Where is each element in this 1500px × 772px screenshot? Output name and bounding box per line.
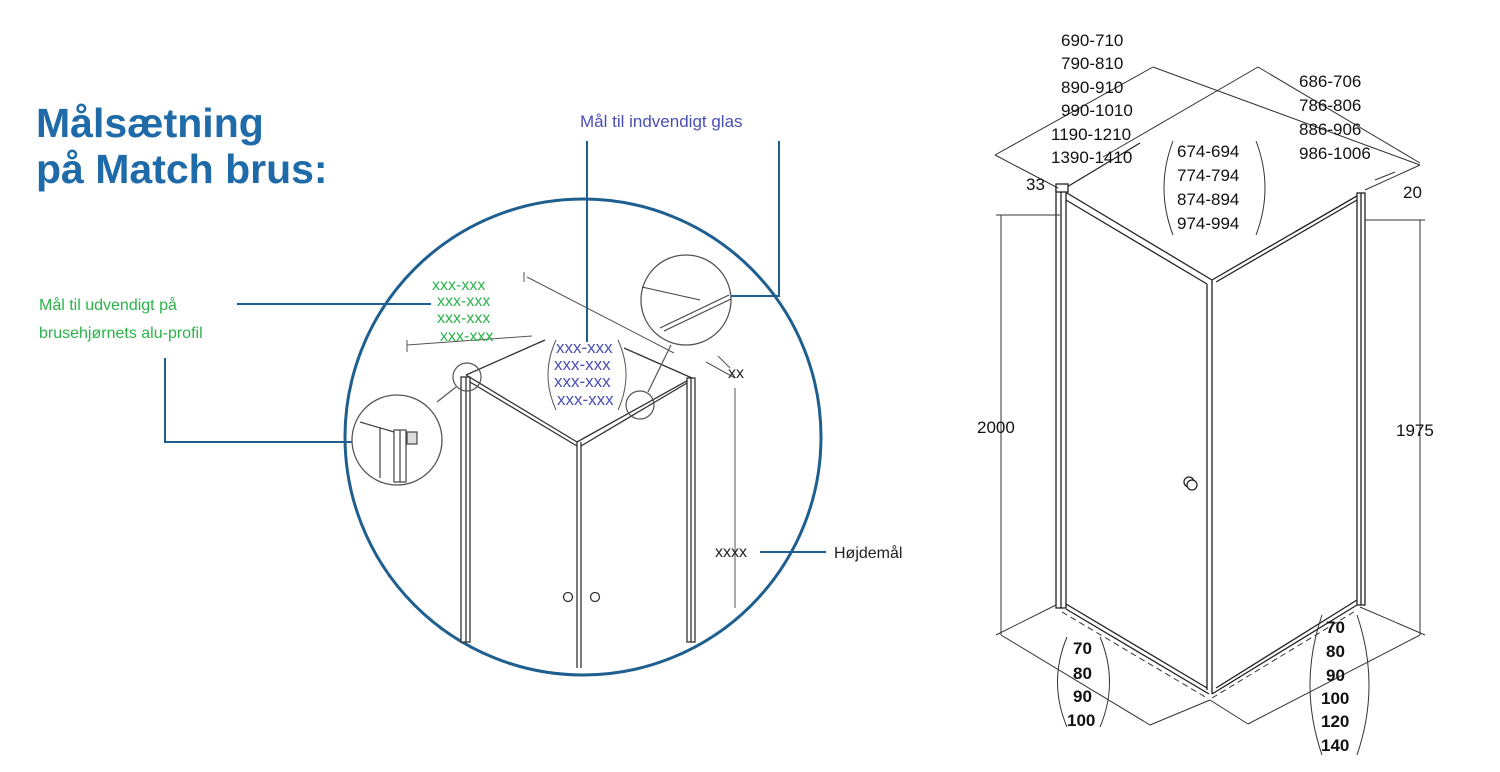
inner-width-4: 974-994 bbox=[1177, 214, 1239, 233]
right-width-3: 886-906 bbox=[1299, 120, 1361, 139]
outer-width-5: 1190-1210 bbox=[1051, 125, 1131, 144]
right-profile-post bbox=[1356, 192, 1366, 606]
outer-placeholder-4: xxx-xxx bbox=[440, 328, 493, 345]
inner-placeholder-3: xxx-xxx bbox=[554, 372, 611, 391]
bottom-left-1: 70 bbox=[1073, 639, 1092, 658]
shower-top-outline bbox=[465, 339, 693, 443]
inner-glass-callout bbox=[586, 141, 780, 342]
height-right: 1975 bbox=[1396, 421, 1434, 440]
right-dimension-lines bbox=[994, 66, 1426, 726]
profile-magnifier bbox=[351, 394, 443, 486]
inner-bracket-right bbox=[617, 339, 627, 411]
outer-width-1: 690-710 bbox=[1061, 31, 1123, 50]
left-offset: 33 bbox=[1026, 175, 1045, 194]
outer-profile-callout bbox=[164, 303, 431, 443]
bottom-left-3: 90 bbox=[1073, 687, 1092, 706]
title-line-1: Målsætning bbox=[36, 100, 264, 146]
bottom-right-bracket-right bbox=[1356, 614, 1370, 756]
inner-width-2: 774-794 bbox=[1177, 166, 1239, 185]
height-placeholder: xxxx bbox=[715, 544, 747, 561]
height-left: 2000 bbox=[977, 418, 1015, 437]
outer-placeholder-1: xxx-xxx bbox=[432, 277, 485, 294]
inner-placeholder-1: xxx-xxx bbox=[556, 338, 613, 357]
right-width-4: 986-1006 bbox=[1299, 144, 1371, 163]
right-post bbox=[686, 377, 696, 643]
left-detail-diagram: Mål til udvendigt på brusehjørnets alu-p… bbox=[39, 112, 902, 677]
bottom-left-bracket-left bbox=[1057, 636, 1068, 728]
inner-width-bracket-left bbox=[1163, 140, 1174, 236]
outer-profile-label-1: Mål til udvendigt på bbox=[39, 296, 177, 314]
center-door-edge bbox=[469, 381, 688, 668]
bottom-left-2: 80 bbox=[1073, 664, 1092, 683]
outer-profile-label-2: brusehjørnets alu-profil bbox=[39, 325, 203, 342]
inner-bracket-left bbox=[547, 339, 557, 411]
right-offset: 20 bbox=[1403, 183, 1422, 202]
height-label: Højdemål bbox=[834, 544, 902, 562]
magnifier-connector bbox=[436, 386, 457, 403]
depth-placeholder: xx bbox=[728, 365, 744, 382]
right-technical-diagram: 690-710 790-810 890-910 990-1010 1190-12… bbox=[977, 31, 1434, 756]
outer-placeholder-2: xxx-xxx bbox=[437, 293, 490, 310]
door-handle-icon bbox=[1183, 476, 1198, 491]
inner-width-bracket-right bbox=[1255, 140, 1266, 236]
right-width-1: 686-706 bbox=[1299, 72, 1361, 91]
bottom-right-3: 90 bbox=[1326, 666, 1345, 685]
inner-placeholder-4: xxx-xxx bbox=[557, 390, 614, 409]
left-profile-post bbox=[1055, 183, 1069, 609]
bottom-right-4: 100 bbox=[1321, 689, 1349, 708]
bottom-right-bracket-left bbox=[1309, 614, 1323, 756]
corner-magnifier-small bbox=[452, 362, 482, 392]
bottom-right-6: 140 bbox=[1321, 736, 1349, 755]
bottom-right-5: 120 bbox=[1321, 712, 1349, 731]
outer-dimension-lines bbox=[406, 272, 736, 608]
detail-circle bbox=[343, 197, 823, 677]
outer-placeholder-3: xxx-xxx bbox=[437, 310, 490, 327]
magnifier-connector bbox=[647, 344, 672, 393]
page-title: Målsætning på Match brus: bbox=[36, 100, 328, 192]
shower-top bbox=[1061, 142, 1363, 281]
glass-magnifier-small bbox=[625, 390, 655, 420]
left-post bbox=[460, 376, 471, 643]
knob-right-icon bbox=[589, 591, 601, 603]
bottom-right-2: 80 bbox=[1326, 642, 1345, 661]
knob-left-icon bbox=[562, 591, 574, 603]
inner-width-3: 874-894 bbox=[1177, 190, 1239, 209]
outer-width-2: 790-810 bbox=[1061, 54, 1123, 73]
glass-magnifier bbox=[640, 254, 732, 346]
outer-width-4: 990-1010 bbox=[1061, 101, 1133, 120]
door-and-panel bbox=[1065, 199, 1358, 695]
outer-width-6: 1390-1410 bbox=[1051, 148, 1132, 167]
title-line-2: på Match brus: bbox=[36, 146, 328, 192]
inner-width-1: 674-694 bbox=[1177, 142, 1239, 161]
inner-glass-label: Mål til indvendigt glas bbox=[580, 112, 743, 131]
outer-width-3: 890-910 bbox=[1061, 78, 1123, 97]
bottom-left-4: 100 bbox=[1067, 711, 1095, 730]
right-width-2: 786-806 bbox=[1299, 96, 1361, 115]
bottom-right-1: 70 bbox=[1326, 618, 1345, 637]
bottom-left-bracket-right bbox=[1099, 636, 1110, 728]
inner-placeholder-2: xxx-xxx bbox=[554, 355, 611, 374]
